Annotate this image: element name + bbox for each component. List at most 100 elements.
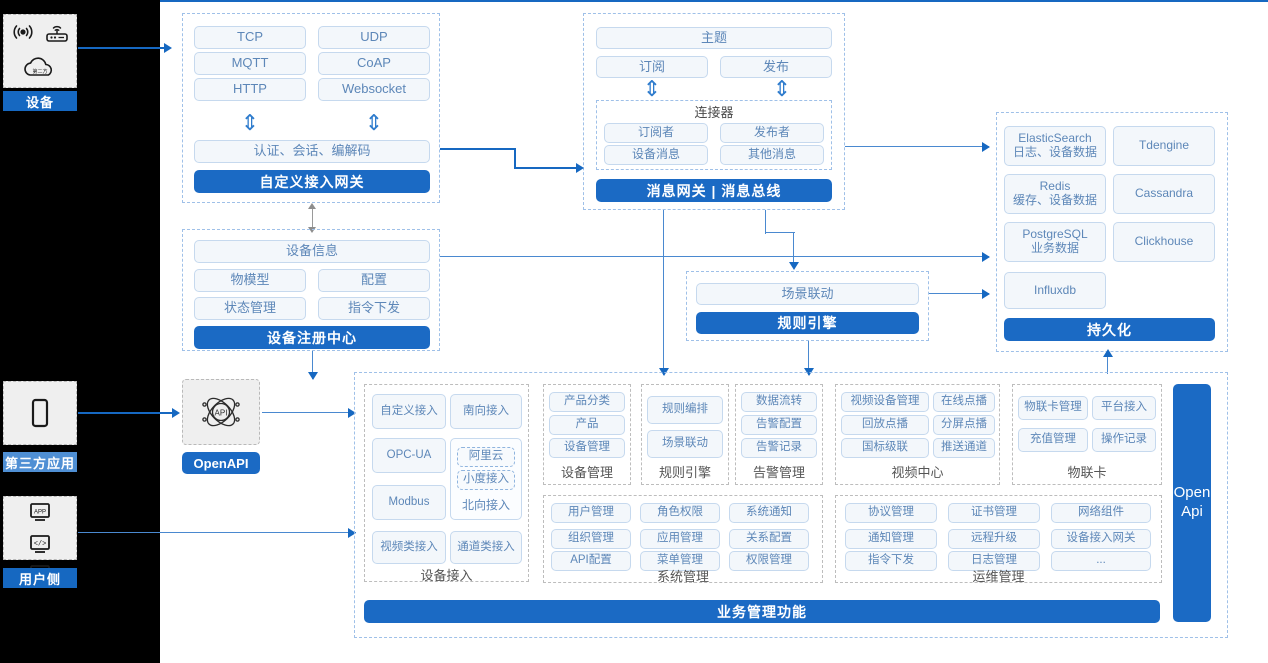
protocol-coap[interactable]: CoAP [318,52,430,75]
sys-menu-mgmt[interactable]: 菜单管理 [640,551,720,571]
business-group [354,372,1228,638]
registry-state-mgmt[interactable]: 状态管理 [194,297,306,320]
app-monitor-icon: APP [22,497,59,529]
connector-subscriber[interactable]: 订阅者 [604,123,708,143]
ops-log-mgmt[interactable]: 日志管理 [948,551,1040,571]
video-push-channel[interactable]: 推送通道 [933,438,995,458]
protocol-http[interactable]: HTTP [194,78,306,101]
gateway-bar[interactable]: 自定义接入网关 [194,170,430,193]
connector-group [596,100,832,170]
registry-command-dispatch[interactable]: 指令下发 [318,297,430,320]
sys-permission-mgmt[interactable]: 权限管理 [729,551,809,571]
connector-user-to-business [78,532,356,533]
access-opc-ua[interactable]: OPC-UA [372,438,446,473]
caption-alarm-mgmt: 告警管理 [752,464,805,480]
store-influxdb[interactable]: Influxdb [1004,272,1106,309]
access-custom[interactable]: 自定义接入 [372,394,446,429]
iotcard-management[interactable]: 物联卡管理 [1018,396,1088,420]
access-aliyun[interactable]: 阿里云 [457,447,515,467]
video-playback-vod[interactable]: 回放点播 [841,415,929,435]
video-gb-cascade[interactable]: 国标级联 [841,438,929,458]
sys-relation-config[interactable]: 关系配置 [729,529,809,549]
access-northbound-label: 北向接入 [461,497,510,512]
protocol-tcp[interactable]: TCP [194,26,306,49]
store-cassandra[interactable]: Cassandra [1113,174,1215,214]
connector-device-message[interactable]: 设备消息 [604,145,708,165]
sys-api-config[interactable]: API配置 [551,551,631,571]
registry-config[interactable]: 配置 [318,269,430,292]
rules-bar[interactable]: 规则引擎 [696,312,919,334]
ops-cert-mgmt[interactable]: 证书管理 [948,503,1040,523]
sys-notification[interactable]: 系统通知 [729,503,809,523]
business-col-rules [641,384,729,485]
alarm-config[interactable]: 告警配置 [741,415,817,435]
publish-box[interactable]: 发布 [720,56,832,78]
rules-group [686,271,929,341]
business-bottom-bar[interactable]: 业务管理功能 [364,600,1160,623]
access-channel-type[interactable]: 通道类接入 [450,531,522,564]
registry-device-info[interactable]: 设备信息 [194,240,430,263]
ops-device-access-gateway[interactable]: 设备接入网关 [1051,529,1151,549]
access-video-type[interactable]: 视频类接入 [372,531,446,564]
actor-thirdparty-icons [3,381,77,445]
connector-publisher[interactable]: 发布者 [720,123,824,143]
devmgmt-product[interactable]: 产品 [549,415,625,435]
registry-thing-model[interactable]: 物模型 [194,269,306,292]
rules-scene-linkage[interactable]: 场景联动 [696,283,919,305]
devmgmt-product-category[interactable]: 产品分类 [549,392,625,412]
sys-role-permission[interactable]: 角色权限 [640,503,720,523]
video-device-mgmt[interactable]: 视频设备管理 [841,392,929,412]
access-southbound[interactable]: 南向接入 [450,394,522,429]
iotcard-recharge[interactable]: 充值管理 [1018,428,1088,452]
store-tdengine[interactable]: Tdengine [1113,126,1215,166]
sys-user-mgmt[interactable]: 用户管理 [551,503,631,523]
store-elasticsearch[interactable]: ElasticSearch 日志、设备数据 [1004,126,1106,166]
store-clickhouse[interactable]: Clickhouse [1113,222,1215,262]
caption-system-mgmt: 系统管理 [656,568,709,584]
connector-gateway-registry [312,206,313,230]
registry-bar[interactable]: 设备注册中心 [194,326,430,349]
protocol-websocket[interactable]: Websocket [318,78,430,101]
topic-box[interactable]: 主题 [596,27,832,49]
access-modbus[interactable]: Modbus [372,485,446,520]
message-bus-bar[interactable]: 消息网关 | 消息总线 [596,179,832,202]
store-postgresql[interactable]: PostgreSQL 业务数据 [1004,222,1106,262]
caption-video-center: 视频中心 [891,464,944,480]
message-bus-group [583,13,845,210]
ops-command-dispatch[interactable]: 指令下发 [845,551,937,571]
rules-orchestration[interactable]: 规则编排 [647,396,723,424]
video-split-screen-vod[interactable]: 分屏点播 [933,415,995,435]
alarm-data-flow[interactable]: 数据流转 [741,392,817,412]
iotcard-platform-access[interactable]: 平台接入 [1092,396,1156,420]
subscribe-box[interactable]: 订阅 [596,56,708,78]
openapi-side-bar[interactable]: Open Api [1173,384,1211,622]
sys-org-mgmt[interactable]: 组织管理 [551,529,631,549]
connector-other-message[interactable]: 其他消息 [720,145,824,165]
protocol-udp[interactable]: UDP [318,26,430,49]
alarm-records[interactable]: 告警记录 [741,438,817,458]
iotcard-operation-log[interactable]: 操作记录 [1092,428,1156,452]
openapi-label[interactable]: OpenAPI [182,452,260,474]
video-online-vod[interactable]: 在线点播 [933,392,995,412]
devmgmt-device-management[interactable]: 设备管理 [549,438,625,458]
ops-network-component[interactable]: 网络组件 [1051,503,1151,523]
sys-app-mgmt[interactable]: 应用管理 [640,529,720,549]
ops-more[interactable]: ... [1051,551,1151,571]
arrow-bus-to-rules [789,262,799,270]
arrow-gateway-to-bus [576,163,584,173]
arrow-device-to-gateway [164,43,172,53]
connector-gateway-to-bus-h1 [440,148,516,150]
store-redis[interactable]: Redis 缓存、设备数据 [1004,174,1106,214]
access-xiaodu[interactable]: 小度接入 [457,470,515,490]
gateway-middle-box[interactable]: 认证、会话、编解码 [194,140,430,163]
code-monitor-icon: </> [22,529,59,561]
rules-scene-linkage-bottom[interactable]: 场景联动 [647,430,723,458]
ops-notification-mgmt[interactable]: 通知管理 [845,529,937,549]
connector-bus-to-rules-v1 [765,210,766,234]
gateway-group [182,13,440,203]
ops-protocol-mgmt[interactable]: 协议管理 [845,503,937,523]
protocol-mqtt[interactable]: MQTT [194,52,306,75]
ops-remote-upgrade[interactable]: 远程升级 [948,529,1040,549]
persistence-bar[interactable]: 持久化 [1004,318,1215,341]
openapi-side-bar-line2: Api [1181,503,1203,520]
